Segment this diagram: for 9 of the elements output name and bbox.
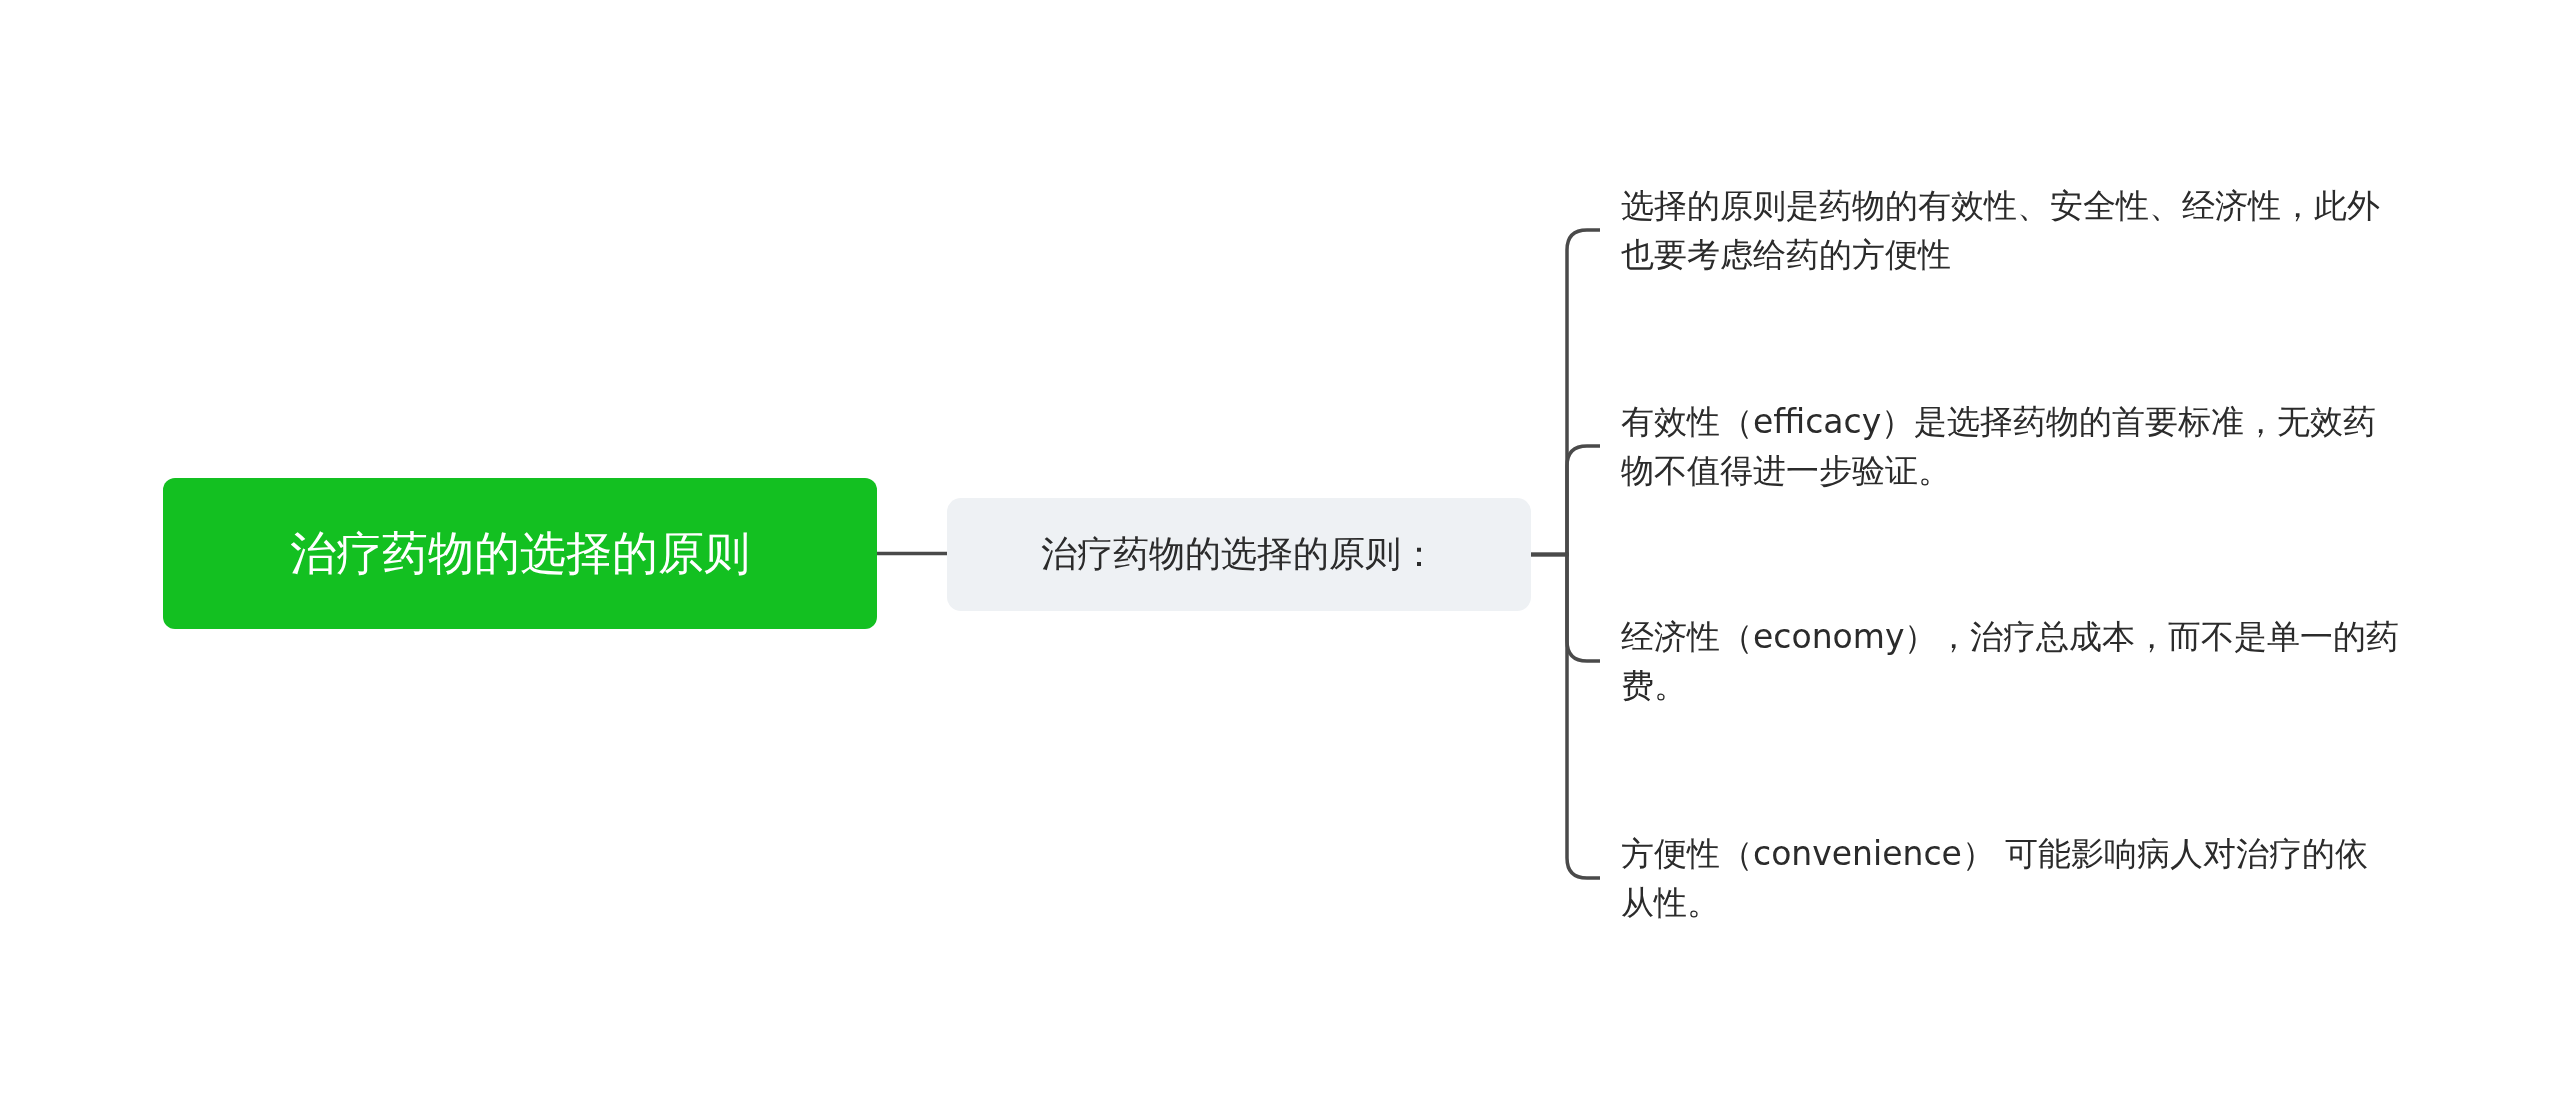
subtopic-text: 选择的原则是药物的有效性、安全性、经济性，此外也要考虑给药的方便性 (1621, 185, 2381, 276)
connector-line (877, 551, 947, 556)
subtopic-text: 有效性（efficacy）是选择药物的首要标准，无效药物不值得进一步验证。 (1621, 401, 2378, 492)
subtopic-text: 方便性（convenience） 可能影响病人对治疗的依从性。 (1621, 833, 2370, 924)
topic-label: 治疗药物的选择的原则 (290, 524, 750, 582)
topic-label: 治疗药物的选择的原则： (1041, 532, 1437, 576)
main-topic (947, 498, 1531, 611)
root-topic (163, 478, 877, 629)
subtopic-text: 经济性（economy），治疗总成本，而不是单一的药费。 (1621, 616, 2400, 707)
